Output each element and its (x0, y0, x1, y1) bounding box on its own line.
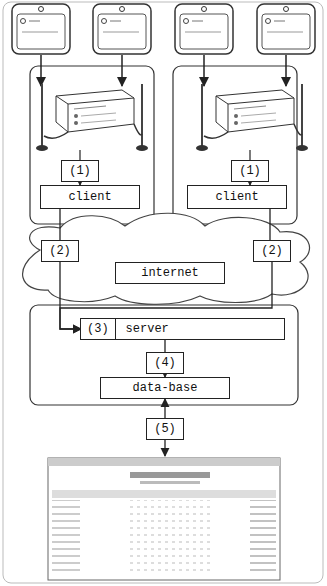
connector (60, 262, 81, 329)
connector (59, 209, 60, 240)
callout-number: (5) (154, 422, 176, 436)
callout-box: (1) (231, 160, 269, 182)
callout-number: (4) (154, 356, 176, 370)
box-label: client (68, 190, 111, 204)
callout-number: (1) (69, 164, 91, 178)
network-box: internet (115, 262, 225, 284)
connector (269, 209, 270, 240)
connector (164, 399, 165, 418)
callout-box: (4) (146, 352, 184, 374)
database-box: data-base (100, 377, 230, 399)
callout-number: (1) (239, 164, 261, 178)
box-label: server (116, 319, 179, 339)
client-box: client (40, 185, 140, 209)
callout-box: (3) (81, 319, 116, 339)
server-box: (3) server (80, 318, 285, 340)
box-label: data-base (133, 381, 198, 395)
callout-box: (2) (253, 240, 291, 262)
callout-box: (1) (61, 160, 99, 182)
box-label: internet (141, 266, 199, 280)
connector (164, 340, 165, 352)
screenshot (48, 458, 280, 580)
box-label: client (215, 190, 258, 204)
callout-box: (2) (41, 240, 79, 262)
callout-number: (2) (261, 244, 283, 258)
callout-number: (3) (87, 322, 109, 336)
callout-number: (2) (49, 244, 71, 258)
client-box: client (187, 185, 287, 209)
callout-box: (5) (146, 418, 184, 440)
